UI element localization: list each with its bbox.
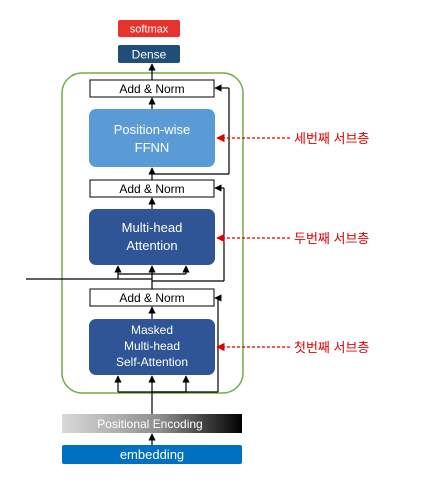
embedding-box bbox=[62, 445, 242, 464]
annotation-third-sublayer: 세번째 서브층 bbox=[294, 131, 369, 146]
positional-encoding-box bbox=[62, 414, 242, 433]
add-norm-label-top: Add & Norm bbox=[119, 82, 184, 96]
ffnn-label-line2: FFNN bbox=[135, 140, 170, 155]
softmax-label: softmax bbox=[130, 24, 169, 36]
mha-label-line2: Attention bbox=[126, 238, 177, 253]
add-norm-label-middle: Add & Norm bbox=[119, 182, 184, 196]
mha-label-line1: Multi-head bbox=[122, 220, 183, 235]
embedding-label: embedding bbox=[120, 447, 184, 462]
masked-label-line1: Masked bbox=[131, 323, 173, 337]
dense-box bbox=[118, 45, 180, 63]
dense-label: Dense bbox=[132, 48, 167, 62]
add-norm-label-bottom: Add & Norm bbox=[119, 291, 184, 305]
masked-self-attention-box bbox=[89, 319, 215, 375]
flow-arrows bbox=[26, 63, 230, 445]
ffnn-box bbox=[89, 109, 215, 167]
ffnn-label-line1: Position-wise bbox=[114, 122, 191, 137]
masked-label-line3: Self-Attention bbox=[116, 355, 188, 369]
annotation-second-sublayer: 두번째 서브층 bbox=[294, 231, 369, 246]
multi-head-attention-box bbox=[89, 209, 215, 265]
masked-label-line2: Multi-head bbox=[124, 339, 180, 353]
positional-encoding-label: Positional Encoding bbox=[97, 417, 202, 431]
sublayer-annotations: 세번째 서브층 두번째 서브층 첫번째 서브층 bbox=[216, 131, 369, 355]
annotation-first-sublayer: 첫번째 서브층 bbox=[294, 340, 369, 355]
softmax-box bbox=[118, 20, 180, 37]
